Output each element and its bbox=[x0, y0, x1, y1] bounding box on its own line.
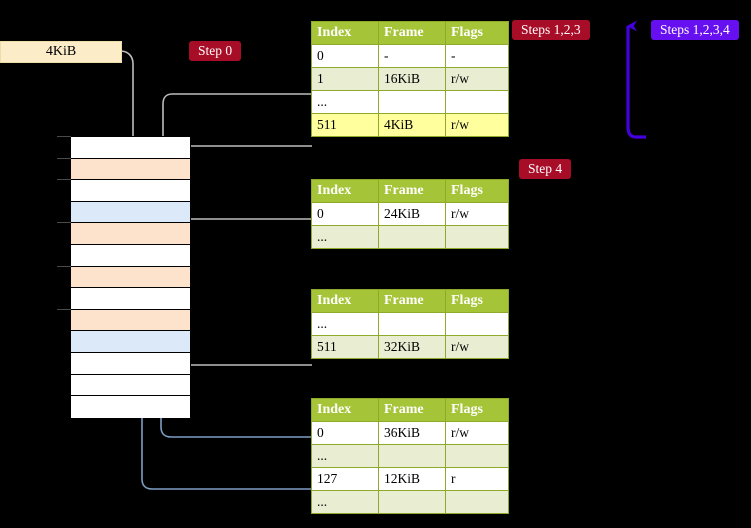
wire-t1row511-to-memory bbox=[170, 145, 312, 157]
wire-steps-bracket-arrow bbox=[626, 20, 646, 139]
memory-frame bbox=[71, 353, 190, 375]
table-cell bbox=[445, 312, 509, 336]
table-cell bbox=[378, 490, 446, 514]
wire-t2row0-to-memory bbox=[175, 218, 312, 282]
table-row: ... bbox=[311, 90, 509, 114]
table-cell: ... bbox=[311, 312, 379, 336]
frame-size-label: 4KiB bbox=[0, 41, 122, 63]
memory-frame bbox=[71, 201, 190, 224]
physical-memory-column bbox=[70, 136, 191, 418]
table-cell bbox=[445, 490, 509, 514]
table-row: ... bbox=[311, 444, 509, 468]
column-header-frame: Frame bbox=[378, 179, 446, 203]
table-row: ... bbox=[311, 490, 509, 514]
memory-frame bbox=[71, 266, 190, 289]
column-header-frame: Frame bbox=[378, 21, 446, 45]
memory-frame-tick bbox=[57, 136, 71, 137]
memory-frame bbox=[71, 396, 190, 418]
column-header-flags: Flags bbox=[445, 398, 509, 422]
memory-frame bbox=[71, 245, 190, 267]
column-header-frame: Frame bbox=[378, 289, 446, 313]
table-cell: r/w bbox=[445, 113, 509, 137]
memory-frame bbox=[71, 288, 190, 310]
memory-frame bbox=[71, 137, 190, 159]
step4-badge: Step 4 bbox=[519, 159, 572, 179]
wire-t3row511-to-memory bbox=[175, 314, 312, 366]
memory-frame-tick bbox=[57, 157, 71, 159]
column-header-frame: Frame bbox=[378, 398, 446, 422]
column-header-flags: Flags bbox=[445, 179, 509, 203]
column-header-index: Index bbox=[311, 289, 379, 313]
table-cell: r/w bbox=[445, 335, 509, 359]
table-cell: r bbox=[445, 467, 509, 491]
table-cell bbox=[378, 225, 446, 249]
memory-frame-tick bbox=[57, 179, 71, 181]
steps123-badge: Steps 1,2,3 bbox=[512, 20, 590, 40]
table-cell bbox=[445, 444, 509, 468]
table-cell: 16KiB bbox=[378, 67, 446, 91]
table-cell bbox=[445, 225, 509, 249]
column-header-index: Index bbox=[311, 179, 379, 203]
table-row: ... bbox=[311, 312, 509, 336]
table-cell: ... bbox=[311, 444, 379, 468]
table-cell: 12KiB bbox=[378, 467, 446, 491]
table-cell: 36KiB bbox=[378, 421, 446, 445]
table-row: ... bbox=[311, 225, 509, 249]
steps1234-badge: Steps 1,2,3,4 bbox=[651, 20, 739, 40]
column-header-index: Index bbox=[311, 21, 379, 45]
table-cell: r/w bbox=[445, 421, 509, 445]
table-cell: 0 bbox=[311, 202, 379, 226]
step0-badge: Step 0 bbox=[189, 41, 242, 61]
table-cell: r/w bbox=[445, 202, 509, 226]
table-cell: 511 bbox=[311, 335, 379, 359]
column-header-index: Index bbox=[311, 398, 379, 422]
table-cell bbox=[378, 444, 446, 468]
memory-frame-tick bbox=[57, 265, 71, 267]
table-cell: 127 bbox=[311, 467, 379, 491]
table-cell bbox=[445, 90, 509, 114]
table-cell: r/w bbox=[445, 67, 509, 91]
memory-frame bbox=[71, 374, 190, 397]
memory-frame bbox=[71, 158, 190, 181]
memory-frame-tick bbox=[57, 308, 71, 310]
table-cell: 4KiB bbox=[378, 113, 446, 137]
column-header-flags: Flags bbox=[445, 289, 509, 313]
column-header-flags: Flags bbox=[445, 21, 509, 45]
memory-frame bbox=[71, 223, 190, 246]
table-cell: 24KiB bbox=[378, 202, 446, 226]
table-cell: 0 bbox=[311, 421, 379, 445]
table-cell: - bbox=[378, 44, 446, 68]
table-cell: 1 bbox=[311, 67, 379, 91]
table-cell: ... bbox=[311, 225, 379, 249]
table-cell: 32KiB bbox=[378, 335, 446, 359]
table-cell bbox=[378, 90, 446, 114]
table-cell: ... bbox=[311, 490, 379, 514]
table-cell: 511 bbox=[311, 113, 379, 137]
table-cell: 0 bbox=[311, 44, 379, 68]
memory-frame bbox=[71, 180, 190, 202]
table-cell: ... bbox=[311, 90, 379, 114]
memory-frame bbox=[71, 309, 190, 332]
memory-frame bbox=[71, 331, 190, 354]
table-cell: - bbox=[445, 44, 509, 68]
table-row: 0-- bbox=[311, 44, 509, 68]
table-cell bbox=[378, 312, 446, 336]
memory-frame-tick bbox=[57, 222, 71, 224]
